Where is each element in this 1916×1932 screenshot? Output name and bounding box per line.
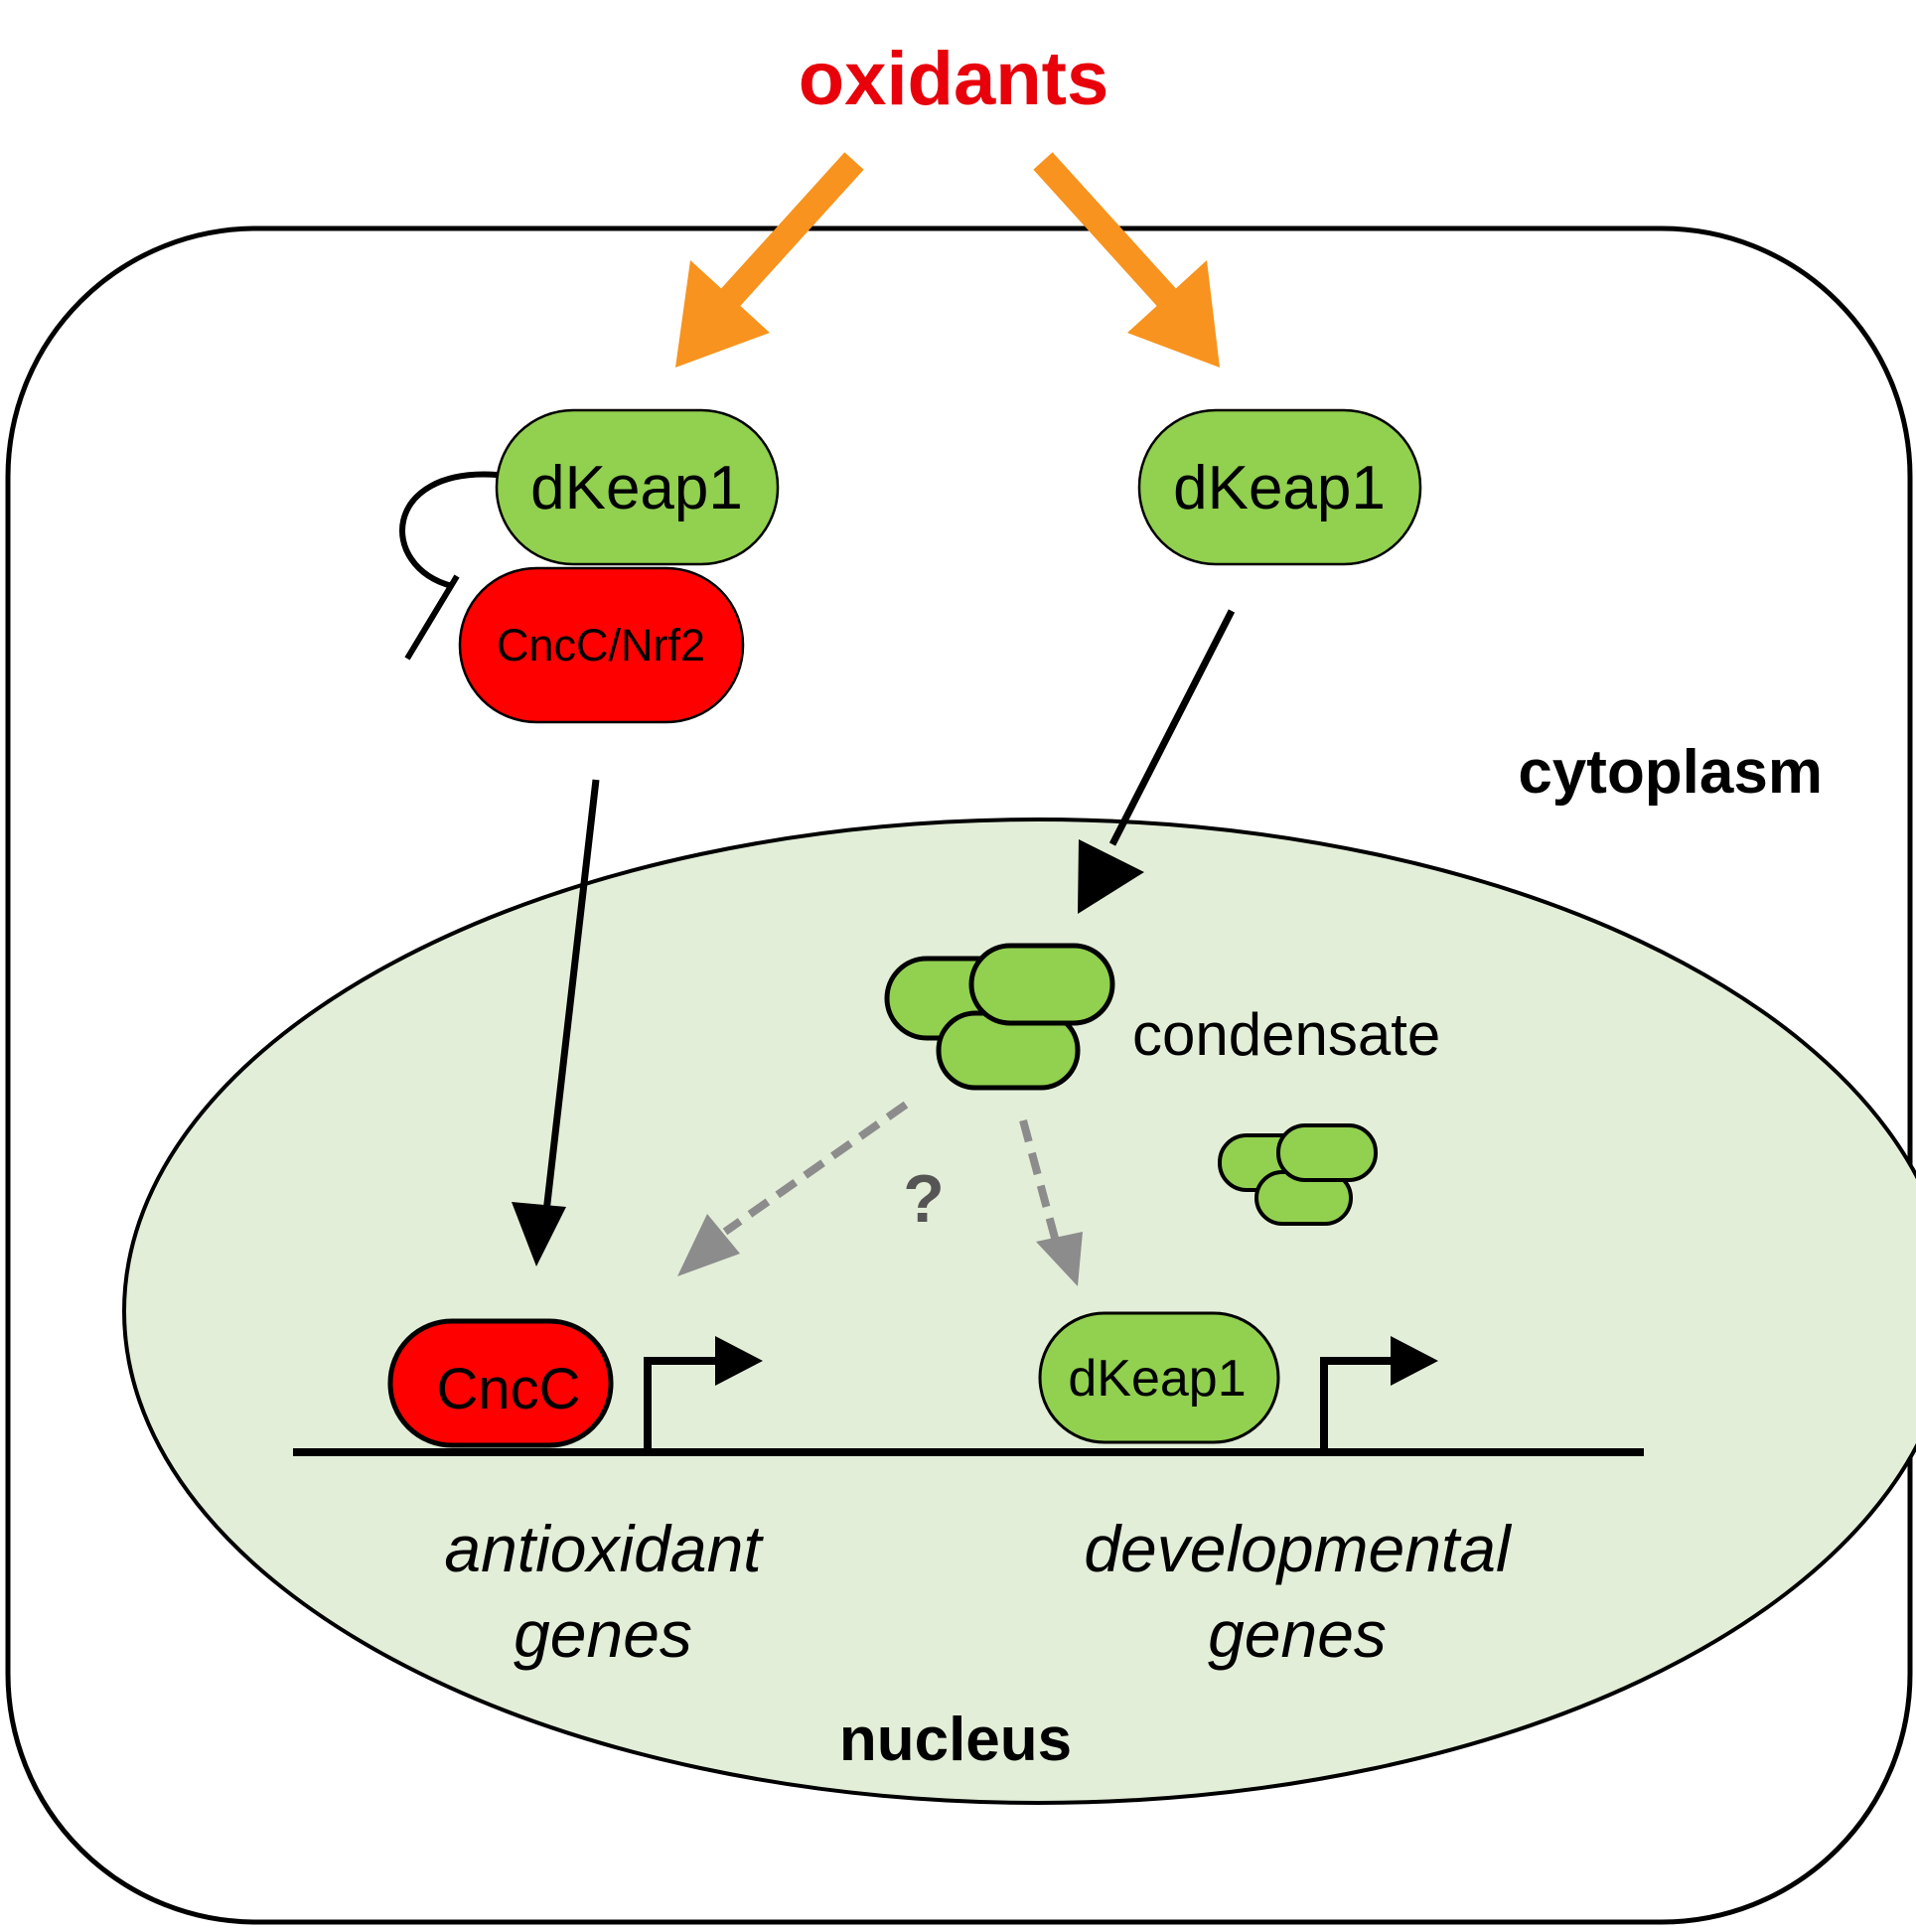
dkeap1-nuclear-pill bbox=[1038, 1311, 1280, 1444]
inhibition-bar bbox=[404, 574, 460, 661]
cncc-translocation-arrow bbox=[512, 779, 600, 1266]
dkeap1-free-label: dKeap1 bbox=[1173, 454, 1386, 522]
keap1-translocation-arrow bbox=[1078, 609, 1236, 914]
nucleus-envelope bbox=[122, 817, 1916, 1805]
inhibition-arc bbox=[399, 471, 498, 589]
oxidants-label: oxidants bbox=[799, 37, 1109, 121]
developmental-genes-line1: developmental bbox=[1084, 1512, 1513, 1585]
condensate-to-antioxidant-arrow bbox=[677, 1101, 909, 1276]
cytoplasm-label: cytoplasm bbox=[1518, 738, 1823, 807]
dkeap1-free-pill bbox=[1137, 408, 1422, 566]
nucleus-label: nucleus bbox=[839, 1706, 1072, 1774]
condensate-cluster-small bbox=[1218, 1123, 1378, 1226]
cncc-nuclear-label: CncC bbox=[436, 1357, 580, 1421]
oxidant-arrow-left bbox=[675, 152, 864, 368]
promoter-arrow-developmental bbox=[1320, 1336, 1438, 1452]
promoter-arrow-antioxidant bbox=[644, 1336, 763, 1452]
dkeap1-bound-label: dKeap1 bbox=[530, 454, 743, 522]
antioxidant-genes-line1: antioxidant bbox=[444, 1512, 764, 1585]
developmental-genes-line2: genes bbox=[1208, 1597, 1387, 1671]
oxidant-arrow-right bbox=[1033, 152, 1220, 368]
dkeap1-nuclear-label: dKeap1 bbox=[1068, 1350, 1246, 1408]
question-mark: ? bbox=[903, 1161, 945, 1237]
condensate-label: condensate bbox=[1132, 1001, 1440, 1068]
dkeap1-bound-pill bbox=[495, 408, 780, 566]
cncc-nrf2-label: CncC/Nrf2 bbox=[497, 620, 705, 670]
condensate-to-developmental-arrow bbox=[1019, 1118, 1083, 1286]
cncc-nuclear-pill bbox=[387, 1318, 614, 1448]
condensate-cluster-large bbox=[884, 943, 1115, 1091]
antioxidant-genes-line2: genes bbox=[514, 1597, 692, 1671]
cncc-nrf2-pill bbox=[458, 566, 745, 724]
